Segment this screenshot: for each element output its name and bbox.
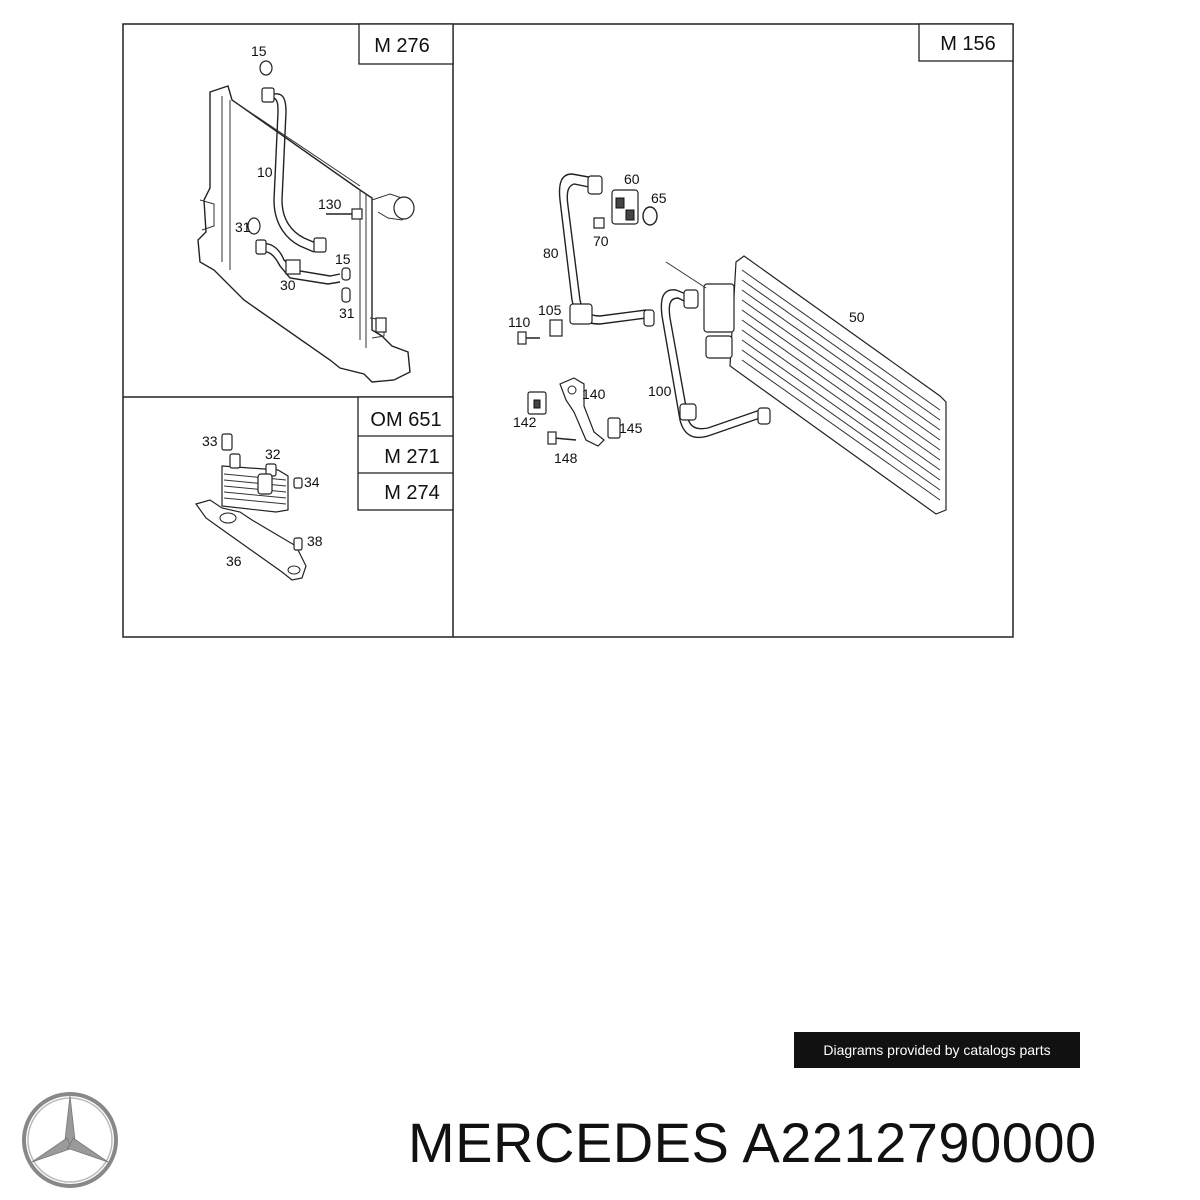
callout-10: 10: [257, 164, 273, 180]
callout-80: 80: [543, 245, 559, 261]
callout-30: 30: [280, 277, 296, 293]
engine-label-om651: OM 651: [370, 409, 441, 431]
part-number: A2212790000: [742, 1111, 1097, 1174]
callout-15-b: 15: [335, 251, 351, 267]
cooler-line-10: [261, 87, 327, 253]
callout-105: 105: [538, 302, 562, 318]
engine-label-m156: M 156: [940, 33, 996, 55]
small-parts-top-left: [247, 60, 363, 303]
callout-36: 36: [226, 553, 242, 569]
callout-142: 142: [513, 414, 537, 430]
engine-label-m271: M 271: [384, 446, 440, 468]
callout-50: 50: [849, 309, 865, 325]
callout-140: 140: [582, 386, 606, 402]
callout-65: 65: [651, 190, 667, 206]
oil-cooler-32: [221, 433, 303, 513]
bracket-parts-140-148: [517, 319, 621, 447]
callout-148: 148: [554, 450, 578, 466]
callouts-top-right: 60 65 70 80 50 105 110 100 140 142 145 1…: [508, 171, 865, 466]
callout-145: 145: [619, 420, 643, 436]
callout-31-a: 31: [235, 219, 251, 235]
callout-60: 60: [624, 171, 640, 187]
callout-38: 38: [307, 533, 323, 549]
oil-cooler-50: [665, 255, 947, 515]
engine-label-m274: M 274: [384, 482, 440, 504]
callout-110: 110: [508, 314, 531, 330]
radiator-illustration: [197, 85, 415, 383]
footer-title: MERCEDES A2212790000: [408, 1108, 1198, 1178]
callout-130: 130: [318, 196, 342, 212]
callout-15-a: 15: [251, 43, 267, 59]
callout-31-b: 31: [339, 305, 355, 321]
callout-34: 34: [304, 474, 320, 490]
callout-32: 32: [265, 446, 281, 462]
callout-70: 70: [593, 233, 609, 249]
mercedes-star-icon: [22, 1092, 118, 1188]
diagram-credit-banner: Diagrams provided by catalogs parts: [794, 1032, 1080, 1068]
engine-label-m276: M 276: [374, 35, 430, 57]
callout-33: 33: [202, 433, 218, 449]
connectors-60-65-70: [593, 189, 658, 229]
engine-box-m156: M 156: [918, 23, 1014, 62]
engine-box-group-bottom-left: OM 651 M 271 M 274: [357, 396, 454, 511]
callout-100: 100: [648, 383, 672, 399]
engine-box-m276: M 276: [358, 23, 454, 65]
brand-name: MERCEDES: [408, 1111, 730, 1174]
cooler-line-80: [558, 173, 655, 327]
callouts-top-left: 15 10 130 31 15 30 31: [235, 43, 355, 321]
bracket-36: [195, 499, 307, 581]
callouts-bottom-left: 33 32 34 38 36: [202, 433, 323, 569]
cooler-line-100: [660, 289, 771, 439]
cooler-line-30: [255, 239, 341, 285]
